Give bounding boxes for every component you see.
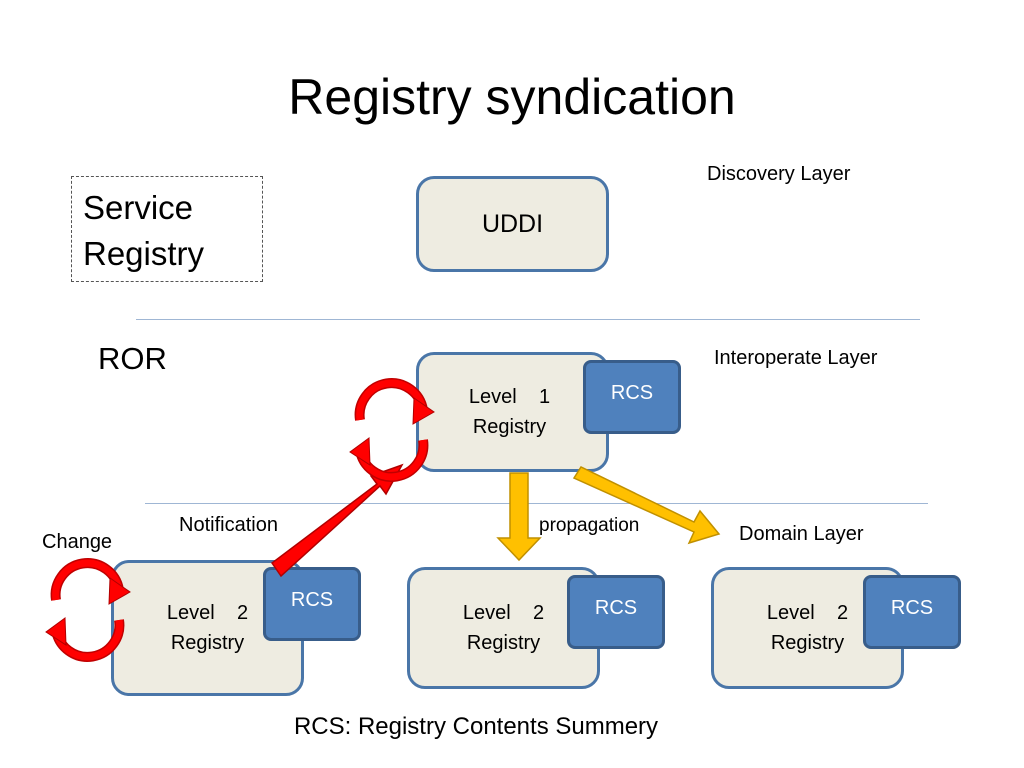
interoperate-layer-label: Interoperate Layer — [714, 347, 878, 369]
propagation-arrow-down — [496, 472, 542, 562]
level1-rcs-box: RCS — [583, 360, 681, 434]
notification-label: Notification — [179, 514, 278, 536]
cycle-arrowhead-change-b — [45, 617, 67, 646]
level2-registry-box-right: Level 2 Registry — [711, 567, 904, 689]
discovery-divider — [136, 319, 920, 320]
level2-center-line1: Level 2 — [462, 602, 545, 624]
level1-line2: Registry — [472, 416, 547, 438]
level2-right-rcs-box: RCS — [863, 575, 961, 649]
level1-line1: Level 1 — [468, 386, 551, 408]
ror-label: ROR — [98, 341, 167, 376]
cycle-arrowhead-level1-b — [349, 437, 371, 466]
cycle-arrowhead-change-a — [108, 577, 131, 605]
level2-right-line1: Level 2 — [766, 602, 849, 624]
service-registry-line-1: Service — [83, 189, 194, 226]
uddi-box: UDDI — [416, 176, 609, 272]
service-registry-label: Service Registry — [71, 176, 263, 282]
domain-layer-label: Domain Layer — [739, 523, 864, 545]
level2-left-line2: Registry — [170, 632, 245, 654]
level2-left-text: Level 2 Registry — [167, 598, 248, 658]
cycle-arrowhead-level1-a — [412, 397, 435, 425]
level2-center-text: Level 2 Registry — [463, 598, 544, 658]
cycle-icon-change — [50, 558, 125, 662]
level2-right-line2: Registry — [770, 632, 845, 654]
level2-left-line1: Level 2 — [166, 602, 249, 624]
notification-arrow — [270, 463, 404, 578]
service-registry-line-2: Registry — [83, 235, 205, 272]
level2-right-text: Level 2 Registry — [767, 598, 848, 658]
footer-note: RCS: Registry Contents Summery — [293, 713, 659, 740]
propagation-label: propagation — [539, 515, 640, 536]
level2-center-line2: Registry — [466, 632, 541, 654]
level2-left-rcs-box: RCS — [263, 567, 361, 641]
slide-title: Registry syndication — [288, 69, 736, 125]
domain-divider — [145, 503, 928, 504]
propagation-arrow-diagonal — [572, 466, 721, 545]
change-label: Change — [42, 531, 113, 553]
cycle-icon-level1 — [354, 378, 429, 482]
level1-registry-text: Level 1 Registry — [469, 382, 550, 442]
discovery-layer-label: Discovery Layer — [707, 163, 851, 185]
level2-center-rcs-box: RCS — [567, 575, 665, 649]
